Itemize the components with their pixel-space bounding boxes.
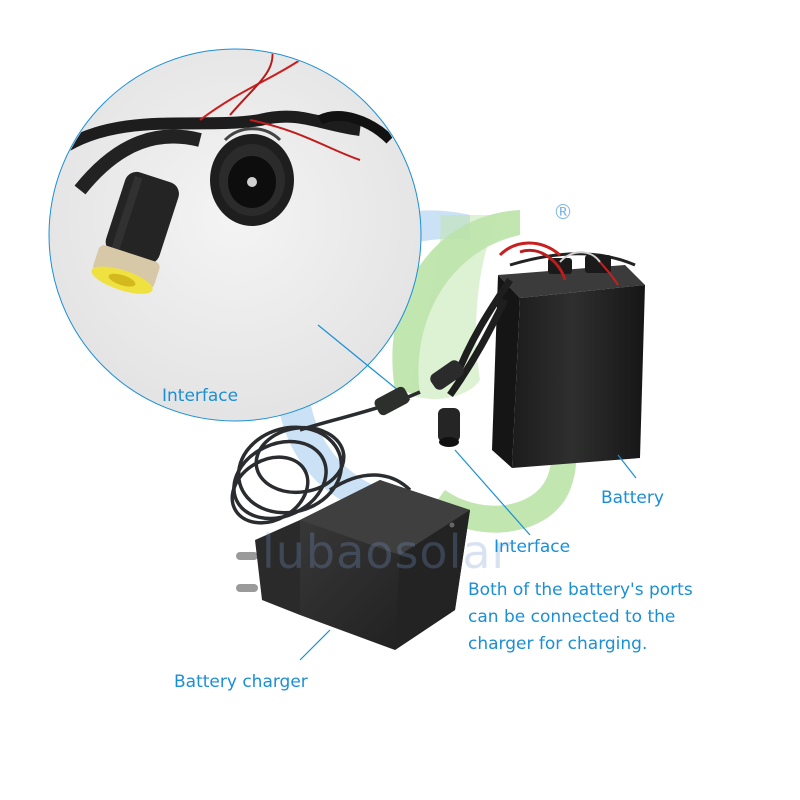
- registered-mark: ®: [553, 200, 573, 224]
- zoom-detail-circle: [48, 48, 422, 422]
- charging-note: Both of the battery's ports can be conne…: [468, 577, 693, 658]
- charger-plug-connector: [374, 386, 410, 416]
- label-battery: Battery: [601, 488, 664, 508]
- battery-image: [492, 241, 645, 468]
- watermark-text: lubaosolar: [262, 525, 512, 579]
- callout-line-top: [317, 324, 411, 401]
- callout-line-charger: [299, 629, 331, 661]
- label-interface-bottom: Interface: [494, 537, 571, 557]
- charging-note-line: can be connected to the: [468, 607, 676, 627]
- callout-line-battery: [617, 454, 637, 479]
- label-battery-charger: Battery charger: [174, 672, 308, 692]
- charging-note-line: Both of the battery's ports: [468, 580, 693, 600]
- charger-image: [236, 480, 470, 650]
- callout-line-interface: [454, 449, 531, 536]
- charging-note-line: charger for charging.: [468, 634, 648, 654]
- label-interface-top: Interface: [162, 386, 239, 406]
- battery-cables: [430, 278, 513, 447]
